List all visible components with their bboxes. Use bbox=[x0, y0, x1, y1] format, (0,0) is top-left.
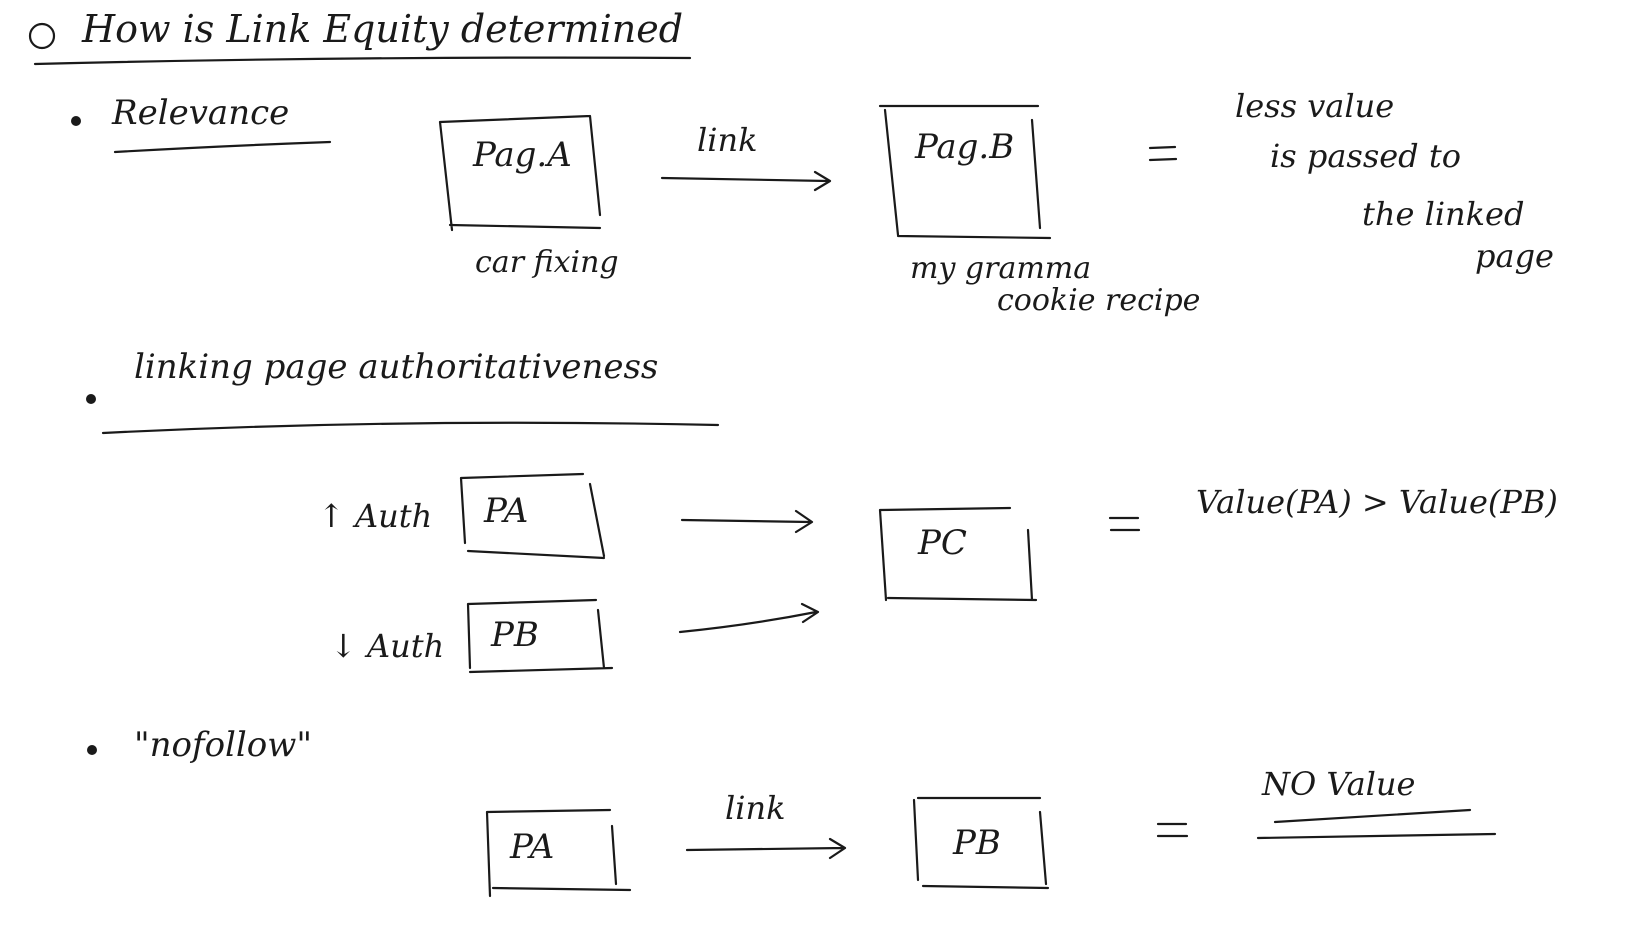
relevance-result-line1: less value bbox=[1235, 87, 1395, 125]
relevance-link-label: link bbox=[697, 121, 758, 159]
relevance-result-line2: is passed to bbox=[1270, 137, 1461, 175]
nofollow-pb-label: PB bbox=[953, 823, 1001, 863]
nofollow-link-arrow bbox=[685, 837, 847, 860]
authority-underline bbox=[101, 421, 720, 435]
relevance-page-a-caption: car fixing bbox=[475, 245, 619, 280]
relevance-underline bbox=[113, 140, 332, 154]
relevance-page-a-label: Pag.A bbox=[473, 135, 572, 175]
authority-result: Value(PA) > Value(PB) bbox=[1196, 483, 1558, 521]
authority-pb-box bbox=[466, 598, 614, 674]
title-bullet-icon bbox=[28, 22, 56, 50]
authority-pb-label: PB bbox=[491, 615, 539, 655]
authority-equals bbox=[1108, 516, 1141, 532]
authority-arrow-b bbox=[678, 602, 820, 634]
authority-heading: linking page authoritativeness bbox=[134, 347, 659, 387]
relevance-page-b-caption-line2: cookie recipe bbox=[997, 283, 1201, 318]
relevance-heading: Relevance bbox=[112, 93, 290, 133]
relevance-page-b-caption-line1: my gramma bbox=[910, 251, 1092, 286]
nofollow-link-label: link bbox=[725, 789, 786, 827]
nofollow-pb-box bbox=[912, 796, 1050, 890]
authority-low-auth-label: ↓ Auth bbox=[330, 627, 445, 665]
relevance-result-line3: the linked bbox=[1362, 195, 1525, 233]
relevance-result-line4: page bbox=[1475, 237, 1554, 275]
authority-pc-label: PC bbox=[918, 523, 967, 563]
authority-pa-box bbox=[459, 472, 606, 560]
title-underline bbox=[33, 56, 692, 66]
authority-pa-label: PA bbox=[484, 491, 529, 531]
nofollow-equals bbox=[1156, 822, 1189, 838]
nofollow-heading: "nofollow" bbox=[134, 725, 313, 765]
authority-high-auth-label: ↑ Auth bbox=[318, 497, 433, 535]
no-value-underline bbox=[1256, 808, 1497, 840]
page-a-box bbox=[438, 114, 602, 232]
page-title: How is Link Equity determined bbox=[82, 7, 684, 51]
nofollow-pa-label: PA bbox=[510, 827, 555, 867]
relevance-equals bbox=[1148, 145, 1178, 162]
authority-arrow-a bbox=[680, 509, 814, 534]
nofollow-result: NO Value bbox=[1262, 765, 1416, 803]
relevance-bullet-icon bbox=[71, 116, 81, 126]
page-b-box bbox=[878, 104, 1052, 240]
nofollow-bullet-icon bbox=[87, 745, 97, 755]
authority-bullet-icon bbox=[86, 394, 96, 404]
relevance-link-arrow bbox=[660, 170, 832, 192]
relevance-page-b-label: Pag.B bbox=[915, 127, 1015, 167]
authority-pc-box bbox=[878, 506, 1038, 602]
nofollow-pa-box bbox=[485, 808, 632, 898]
